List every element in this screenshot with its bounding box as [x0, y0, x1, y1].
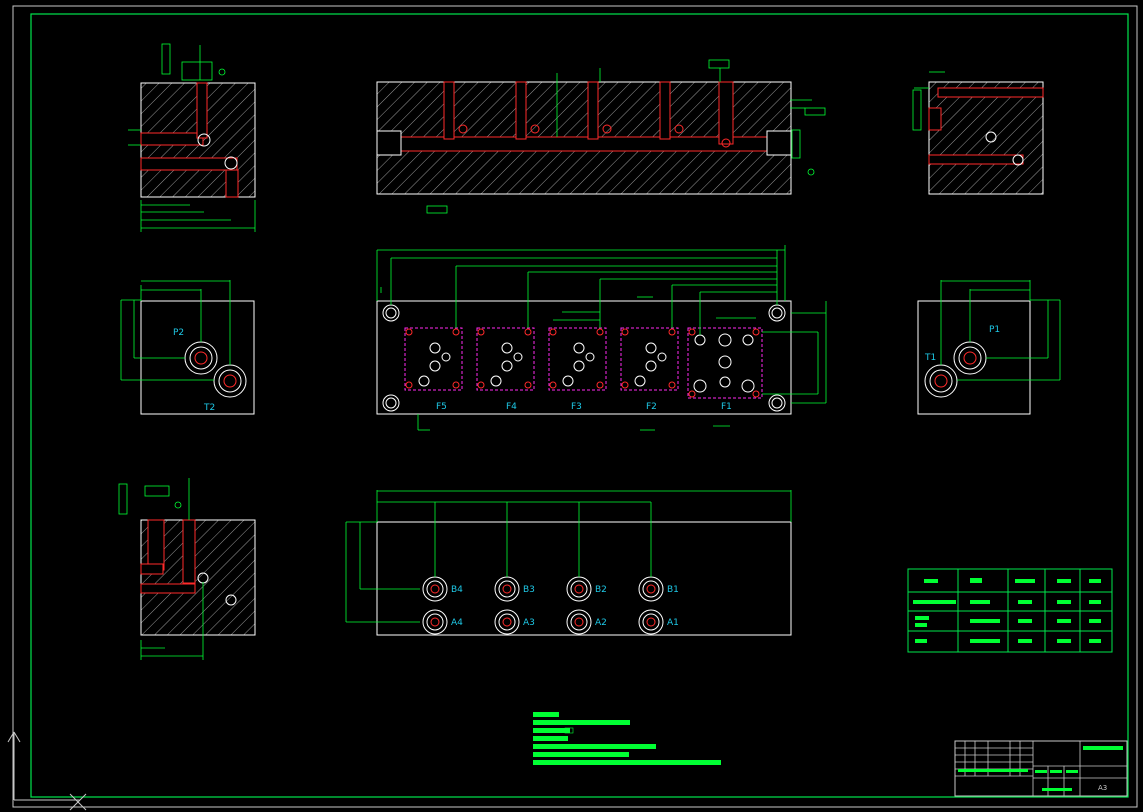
port-label-a3: A3: [523, 618, 535, 628]
valve-label-f3: F3: [571, 402, 582, 412]
technical-notes: [533, 712, 721, 765]
port-label-p2: P2: [173, 328, 185, 338]
section-view-top-right: [912, 71, 1044, 195]
end-view-left: [120, 280, 255, 415]
ucs-icon: [7, 731, 87, 811]
valve-label-f5: F5: [436, 402, 447, 412]
port-label-b2: B2: [595, 585, 607, 595]
end-view-right: [917, 280, 1061, 415]
outer-frame: [12, 5, 1138, 808]
port-label-a4: A4: [451, 618, 463, 628]
section-view-top-long: [376, 59, 826, 214]
port-label-b1: B1: [667, 585, 679, 595]
valve-label-f2: F2: [646, 402, 657, 412]
title-block-scale: A3: [1098, 784, 1108, 792]
port-label-a1: A1: [667, 618, 679, 628]
port-label-t1: T1: [925, 353, 937, 363]
port-label-t2: T2: [204, 403, 216, 413]
section-view-bottom-left: [118, 478, 256, 660]
section-view-top-left: [128, 43, 256, 232]
port-label-p1: P1: [989, 325, 1001, 335]
title-block: [954, 740, 1128, 797]
port-label-b4: B4: [451, 585, 463, 595]
port-label-b3: B3: [523, 585, 535, 595]
port-label-a2: A2: [595, 618, 607, 628]
valve-label-f1: F1: [721, 402, 732, 412]
bottom-view-ports: [345, 490, 792, 636]
inner-frame: [30, 13, 1129, 798]
parts-table: [907, 568, 1113, 653]
front-view-valve-face: [376, 245, 827, 431]
valve-label-f4: F4: [506, 402, 517, 412]
